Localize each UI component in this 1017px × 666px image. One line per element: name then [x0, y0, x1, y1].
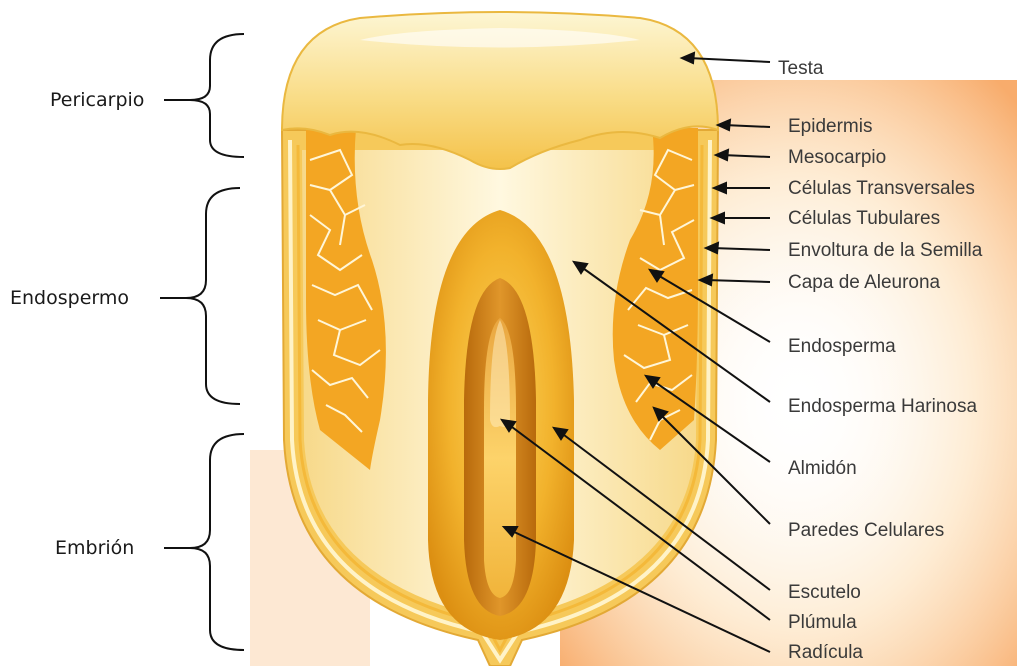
label-endosperma-harinosa: Endosperma Harinosa — [788, 396, 977, 418]
group-label-pericarpio: Pericarpio — [50, 89, 144, 111]
label-paredes-celulares: Paredes Celulares — [788, 520, 944, 542]
label-radicula: Radícula — [788, 642, 863, 664]
group-label-endospermo: Endospermo — [10, 287, 129, 309]
brace-endospermo — [186, 188, 240, 404]
label-mesocarpio: Mesocarpio — [788, 147, 886, 169]
label-epidermis: Epidermis — [788, 116, 872, 138]
group-braces — [160, 34, 244, 650]
label-testa: Testa — [778, 58, 823, 80]
label-almidon: Almidón — [788, 458, 857, 480]
brace-embrion — [190, 434, 244, 650]
label-celulas-transversales: Células Transversales — [788, 178, 975, 200]
label-endosperma: Endosperma — [788, 336, 896, 358]
label-capa-aleurona: Capa de Aleurona — [788, 272, 940, 294]
label-envoltura-semilla: Envoltura de la Semilla — [788, 240, 982, 262]
label-plumula: Plúmula — [788, 612, 857, 634]
label-celulas-tubulares: Células Tubulares — [788, 208, 940, 230]
brace-pericarpio — [190, 34, 244, 157]
label-escutelo: Escutelo — [788, 582, 861, 604]
group-label-embrion: Embrión — [55, 537, 134, 559]
